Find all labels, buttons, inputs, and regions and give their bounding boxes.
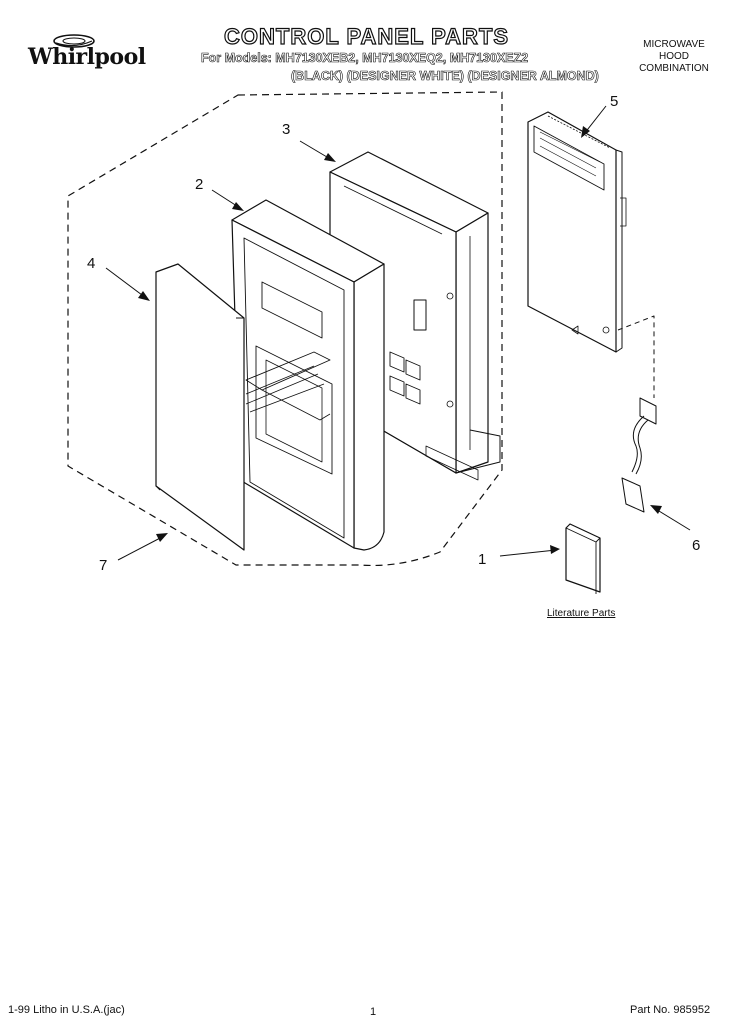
footer-part-number: Part No. 985952 [630, 1004, 711, 1016]
models-line: For Models: MH7130XEB2, MH7130XEQ2, MH71… [201, 51, 529, 66]
callout-7: 7 [99, 557, 108, 574]
footer-page-number: 1 [370, 1006, 377, 1018]
brand-logo: Whirlpool [26, 32, 156, 72]
part-1-literature-booklet [565, 523, 601, 594]
callout-2: 2 [195, 176, 204, 193]
brand-wordmark: Whirlpool [28, 44, 146, 70]
callout-6: 6 [692, 537, 701, 554]
callout-1: 1 [478, 551, 487, 568]
part-2-control-panel-frame [231, 199, 385, 551]
product-type-line-1: MICROWAVE [643, 39, 705, 50]
callout-4: 4 [87, 255, 96, 272]
assembly-boundary [67, 91, 503, 567]
literature-parts-label: Literature Parts [547, 608, 616, 619]
product-type-line-3: COMBINATION [639, 63, 709, 74]
callout-3: 3 [282, 121, 291, 138]
footer-litho: 1-99 Litho in U.S.A.(jac) [8, 1004, 125, 1016]
leader-lines [105, 105, 691, 561]
product-type: MICROWAVE HOOD COMBINATION [626, 39, 722, 75]
page-title: CONTROL PANEL PARTS [223, 23, 510, 49]
whirlpool-swirl-icon [53, 34, 95, 48]
product-type-line-2: HOOD [659, 51, 689, 62]
part-3-control-bracket [329, 151, 501, 481]
callout-5: 5 [610, 93, 619, 110]
part-6-wire-harness [621, 397, 657, 513]
leader-arrowheads [138, 126, 662, 554]
finishes-line: (BLACK) (DESIGNER WHITE) (DESIGNER ALMON… [291, 69, 599, 84]
part-4-touch-overlay [155, 263, 245, 551]
part-5-control-board [527, 111, 627, 353]
